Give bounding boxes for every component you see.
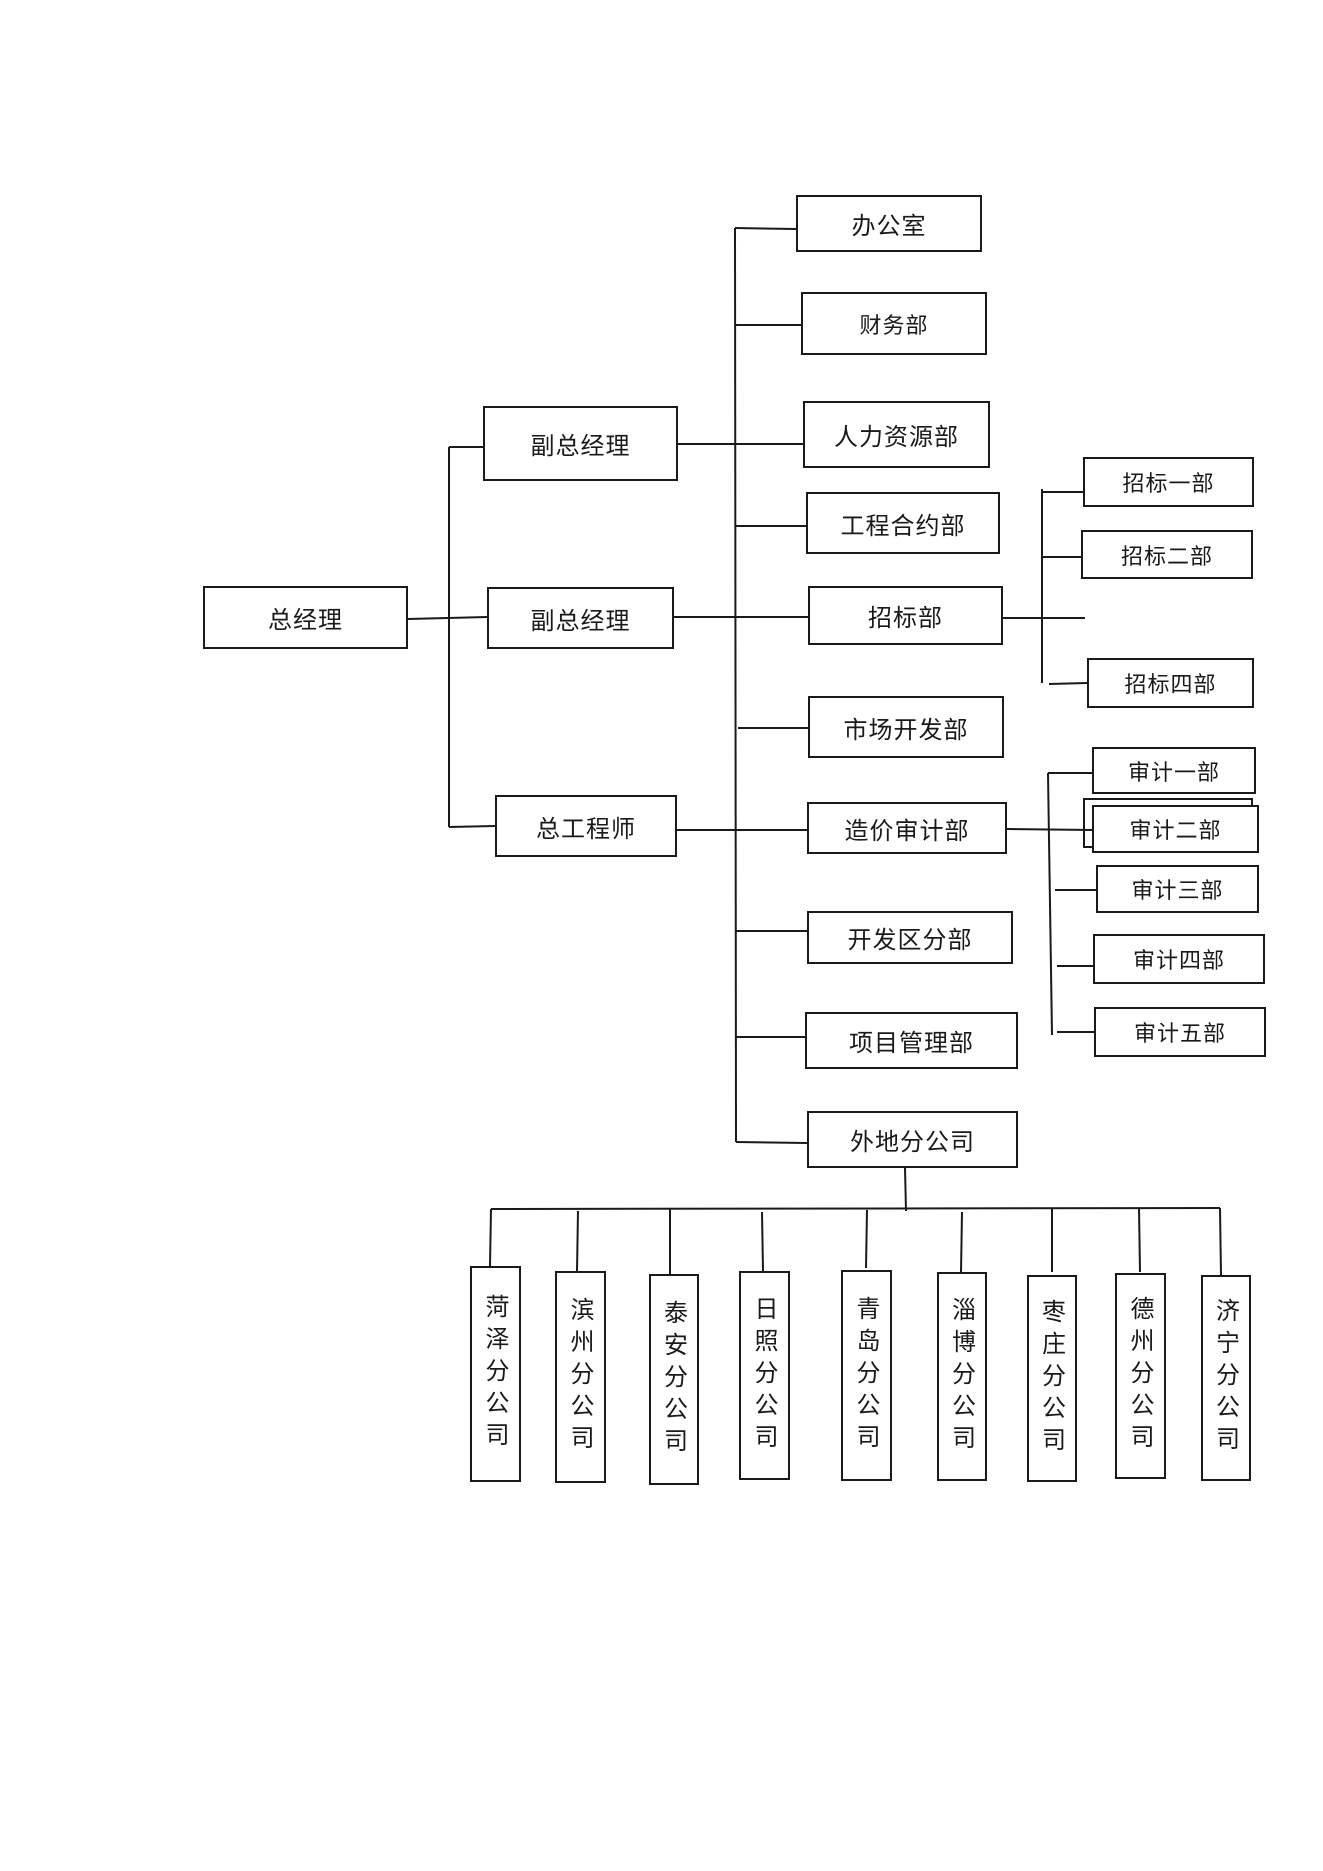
connector <box>1219 1207 1222 1276</box>
node-regional-branches: 外地分公司 <box>807 1111 1018 1168</box>
node-finance: 财务部 <box>801 292 987 355</box>
node-office: 办公室 <box>796 195 982 252</box>
node-market-development: 市场开发部 <box>808 696 1004 758</box>
node-branch-binzhou: 滨州分公司 <box>555 1271 606 1483</box>
node-audit-5: 审计五部 <box>1094 1007 1266 1057</box>
connector <box>576 1210 579 1272</box>
connector <box>490 1207 1221 1210</box>
node-general-manager: 总经理 <box>203 586 408 649</box>
node-branch-rizhao: 日照分公司 <box>739 1271 790 1480</box>
connector <box>489 1208 492 1267</box>
node-contracts: 工程合约部 <box>806 492 1000 554</box>
node-bidding: 招标部 <box>808 586 1003 645</box>
connector <box>734 227 797 230</box>
node-cost-audit: 造价审计部 <box>807 802 1007 854</box>
node-chief-engineer: 总工程师 <box>495 795 677 857</box>
node-deputy-gm-2: 副总经理 <box>487 587 674 649</box>
connector <box>1048 682 1088 685</box>
connector <box>1006 828 1094 831</box>
node-deputy-gm-1: 副总经理 <box>483 406 678 481</box>
connector <box>960 1211 963 1273</box>
node-branch-qingdao: 青岛分公司 <box>841 1270 892 1481</box>
connector <box>1047 772 1053 1036</box>
node-branch-jining: 济宁分公司 <box>1201 1275 1251 1481</box>
node-audit-1: 审计一部 <box>1092 747 1256 794</box>
node-audit-2: 审计二部 <box>1092 805 1259 853</box>
node-branch-heze: 菏泽分公司 <box>470 1266 521 1482</box>
connector <box>1138 1207 1141 1273</box>
node-branch-dezhou: 德州分公司 <box>1115 1273 1166 1479</box>
connector <box>734 227 737 1143</box>
node-bidding-1: 招标一部 <box>1083 457 1254 507</box>
node-audit-3: 审计三部 <box>1096 865 1259 913</box>
connector <box>735 1141 808 1144</box>
node-audit-4: 审计四部 <box>1093 934 1265 984</box>
connector <box>448 825 496 828</box>
node-hr: 人力资源部 <box>803 401 990 468</box>
connector <box>761 1211 764 1272</box>
node-branch-zibo: 淄博分公司 <box>937 1272 987 1481</box>
node-bidding-4: 招标四部 <box>1087 658 1254 708</box>
connector <box>904 1167 907 1212</box>
node-branch-zaozhuang: 枣庄分公司 <box>1027 1275 1077 1482</box>
connector <box>407 616 488 620</box>
node-project-management: 项目管理部 <box>805 1012 1018 1069</box>
node-development-zone: 开发区分部 <box>807 911 1013 964</box>
node-branch-taian: 泰安分公司 <box>649 1274 699 1485</box>
connector <box>865 1209 868 1269</box>
node-bidding-2: 招标二部 <box>1081 530 1253 579</box>
